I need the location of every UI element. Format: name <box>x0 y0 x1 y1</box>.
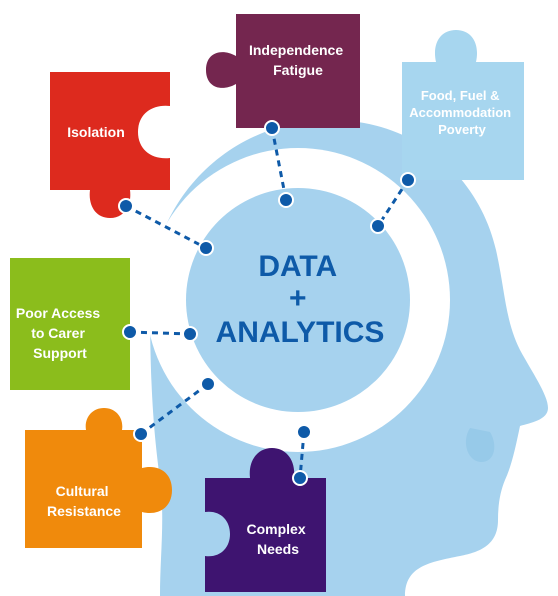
connector-cultural <box>140 382 209 436</box>
dot-independence-inner <box>278 192 294 208</box>
svg-text:Poor Access to Carer: Poor Access to Carer Support <box>16 305 104 361</box>
isolation-label: Isolation <box>67 124 125 140</box>
poor-access-line2: to Carer <box>31 325 85 341</box>
dot-poor-access-outer <box>122 324 138 340</box>
dot-poor-access-inner <box>182 326 198 342</box>
poor-access-line1: Poor Access <box>16 305 101 321</box>
connector-dots <box>118 120 416 486</box>
dot-cultural-outer <box>133 426 149 442</box>
dot-cultural-inner <box>200 376 216 392</box>
svg-text:Food, Fuel & Accommodati: Food, Fuel & Accommodation Poverty <box>409 88 514 137</box>
food-line3: Poverty <box>438 122 486 137</box>
svg-text:Complex Needs: Complex Needs <box>246 521 309 557</box>
independence-line1: Independence <box>249 42 343 58</box>
dot-independence-outer <box>264 120 280 136</box>
independence-line2: Fatigue <box>273 62 323 78</box>
connector-independence <box>270 127 288 201</box>
center-line2: + <box>289 282 307 315</box>
center-line3: ANALYTICS <box>216 316 385 349</box>
complex-line2: Needs <box>257 541 299 557</box>
connectors <box>125 127 410 479</box>
cultural-line1: Cultural <box>56 483 109 499</box>
puzzle-independence-fatigue: Independence Fatigue <box>206 14 360 128</box>
dot-food-outer <box>400 172 416 188</box>
food-line2: Accommodation <box>409 105 511 120</box>
dot-food-inner <box>370 218 386 234</box>
connector-isolation <box>125 204 207 250</box>
dot-complex-inner <box>292 470 308 486</box>
dot-isolation-outer <box>118 198 134 214</box>
ear-shape <box>465 428 495 463</box>
svg-text:Independence Fatigue: Independence Fatigue <box>249 42 347 78</box>
puzzle-poor-access: Poor Access to Carer Support <box>10 258 130 390</box>
svg-text:Cultural Resistance: Cultural Resistance <box>47 483 121 519</box>
dot-isolation-inner <box>198 240 214 256</box>
puzzle-food-fuel-poverty: Food, Fuel & Accommodation Poverty <box>402 30 524 180</box>
analytics-core <box>186 188 410 412</box>
food-line1: Food, Fuel & <box>421 88 500 103</box>
center-line1: DATA <box>258 250 337 283</box>
puzzle-cultural-resistance: Cultural Resistance <box>25 408 172 548</box>
dot-complex-outer <box>296 424 312 440</box>
center-title: DATA + ANALYTICS <box>216 250 385 349</box>
poor-access-line3: Support <box>33 345 87 361</box>
complex-line1: Complex <box>246 521 305 537</box>
cultural-line2: Resistance <box>47 503 121 519</box>
connector-food <box>376 179 410 227</box>
puzzle-isolation: Isolation <box>50 72 170 218</box>
